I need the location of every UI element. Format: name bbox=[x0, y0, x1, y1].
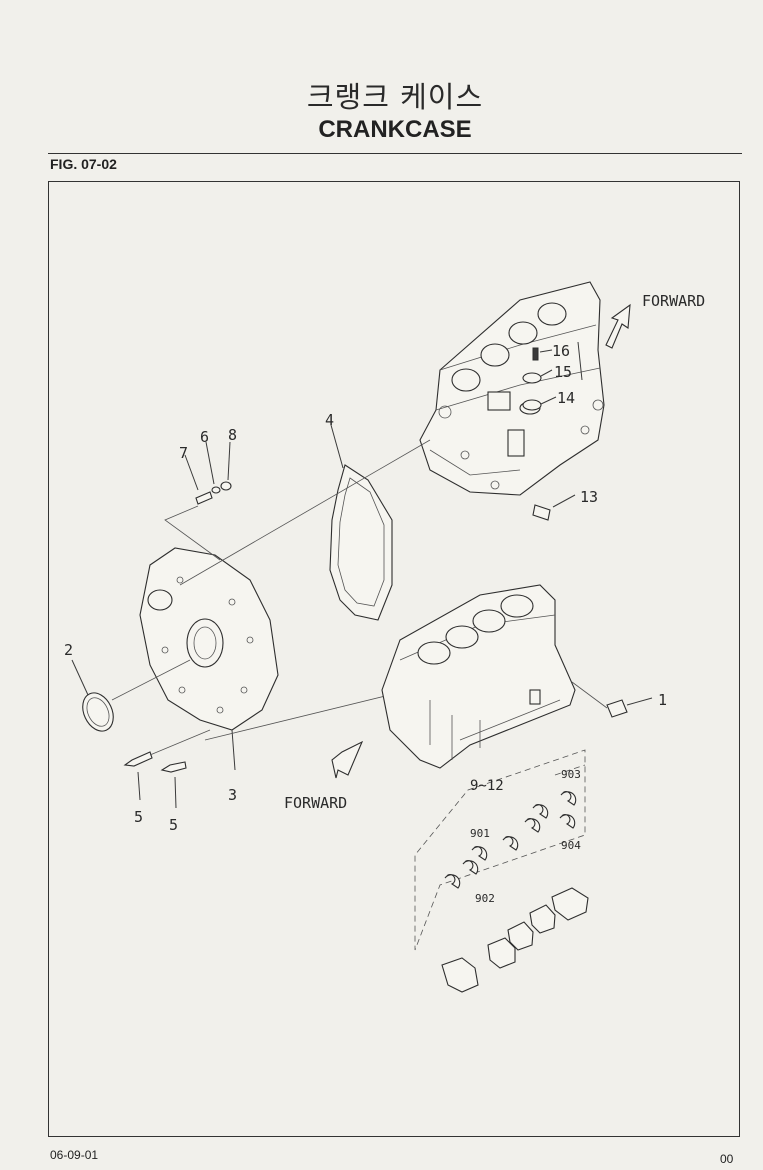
forward-label-top: FORWARD bbox=[642, 292, 705, 310]
forward-arrow-bottom bbox=[331, 740, 364, 779]
callout-6: 6 bbox=[200, 428, 209, 446]
callout-13: 13 bbox=[580, 488, 598, 506]
crankcase-block-upper bbox=[419, 281, 605, 496]
part-8-nut bbox=[220, 441, 232, 491]
callout-7: 7 bbox=[179, 444, 188, 462]
bearing-shells-upper bbox=[444, 791, 577, 889]
callout-3: 3 bbox=[228, 786, 237, 804]
part-5-bolt-b bbox=[160, 761, 187, 809]
callout-16: 16 bbox=[552, 342, 570, 360]
callout-8: 8 bbox=[228, 426, 237, 444]
callout-2: 2 bbox=[64, 641, 73, 659]
page-title: CRANKCASE bbox=[318, 116, 472, 143]
bearing-kit-group bbox=[414, 749, 586, 951]
crankcase-block-lower bbox=[381, 584, 576, 769]
figure-number: FIG. 07-02 bbox=[50, 156, 117, 172]
callout-9-12: 9~12 bbox=[470, 778, 504, 794]
footer-page-number: 00 bbox=[720, 1152, 734, 1166]
callout-902: 902 bbox=[475, 892, 495, 905]
assembly-line-lower bbox=[204, 689, 411, 741]
callout-labels: 1 2 3 4 5 5 6 7 8 9~12 13 14 15 16 901 9… bbox=[64, 292, 705, 905]
part-6-washer bbox=[205, 441, 221, 494]
callout-15: 15 bbox=[554, 363, 572, 381]
bearing-caps-lower bbox=[441, 887, 589, 993]
forward-label-bottom: FORWARD bbox=[284, 794, 347, 812]
part-14-gasket bbox=[522, 396, 557, 411]
diagram-frame bbox=[48, 181, 740, 1137]
callout-904: 904 bbox=[561, 839, 581, 852]
leader-bracket-6-8 bbox=[164, 505, 221, 561]
footer-date: 06-09-01 bbox=[50, 1148, 99, 1162]
assembly-line-upper bbox=[179, 439, 431, 586]
callout-5a: 5 bbox=[134, 808, 143, 826]
callout-5b: 5 bbox=[169, 816, 178, 834]
part-2-oil-seal bbox=[71, 659, 191, 732]
part-3-flywheel-housing bbox=[139, 547, 279, 771]
callout-14: 14 bbox=[557, 389, 575, 407]
part-15-plate bbox=[522, 369, 553, 384]
header-rule bbox=[48, 153, 742, 154]
part-13-sensor bbox=[532, 494, 576, 521]
callout-903: 903 bbox=[561, 768, 581, 781]
page-title-korean: 크랭크 케이스 bbox=[306, 80, 484, 114]
part-5-bolt-a bbox=[123, 729, 211, 801]
part-7-stud bbox=[184, 454, 213, 505]
forward-arrow-top bbox=[605, 303, 631, 349]
callout-4: 4 bbox=[325, 411, 334, 429]
part-16-bolt bbox=[532, 341, 583, 381]
callout-901: 901 bbox=[470, 827, 490, 840]
part-1-plug bbox=[571, 681, 653, 718]
part-4-gasket bbox=[329, 424, 393, 621]
callout-1: 1 bbox=[658, 691, 667, 709]
